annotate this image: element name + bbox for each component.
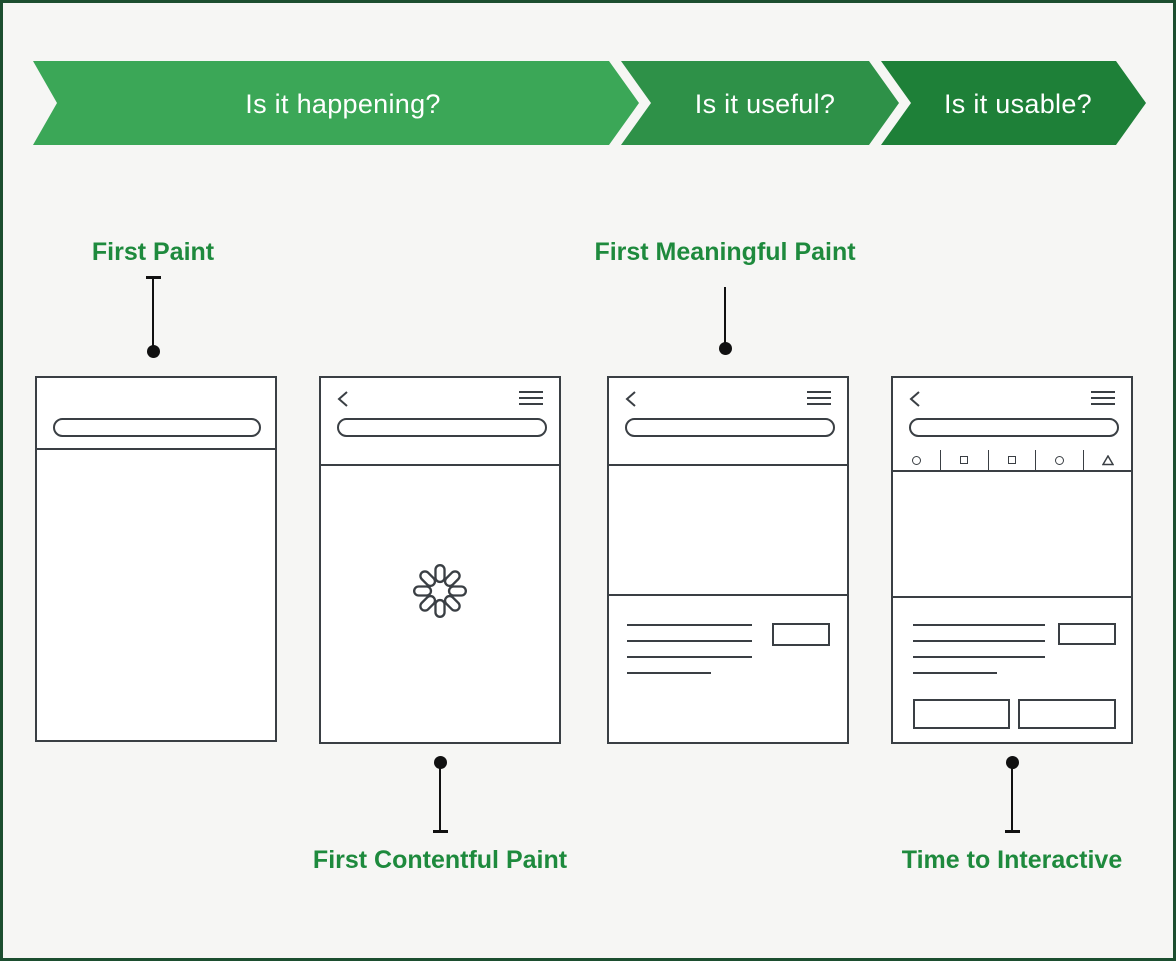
url-pill-icon bbox=[909, 418, 1119, 437]
back-icon bbox=[625, 391, 636, 407]
content-button-placeholder bbox=[913, 699, 1010, 729]
first-contentful-paint-connector-dot bbox=[434, 756, 447, 769]
phone-first-meaningful-paint bbox=[607, 376, 849, 744]
content-text-lines bbox=[913, 624, 1045, 688]
header-divider bbox=[37, 448, 275, 450]
url-pill-icon bbox=[625, 418, 835, 437]
first-contentful-paint-connector-line bbox=[439, 763, 441, 831]
url-pill-icon bbox=[337, 418, 547, 437]
toolbar-icon-square bbox=[941, 450, 989, 470]
stage-arrow-useful bbox=[621, 61, 899, 145]
content-text-lines bbox=[627, 624, 752, 688]
browser-nav-row bbox=[625, 390, 831, 408]
back-icon bbox=[337, 391, 348, 407]
first-contentful-paint-connector-cap bbox=[433, 830, 448, 833]
content-image-placeholder bbox=[1058, 623, 1116, 645]
hero-section-divider bbox=[893, 596, 1131, 598]
url-pill-icon bbox=[53, 418, 261, 437]
menu-icon bbox=[807, 391, 831, 409]
toolbar-icon-square bbox=[989, 450, 1037, 470]
menu-icon bbox=[519, 391, 543, 409]
first-meaningful-paint-connector-dot bbox=[719, 342, 732, 355]
stage-label-happening: Is it happening? bbox=[245, 89, 440, 119]
back-icon bbox=[909, 391, 920, 407]
time-to-interactive-connector-dot bbox=[1006, 756, 1019, 769]
stage-ribbon: Is it happening? Is it useful? Is it usa… bbox=[33, 61, 1146, 145]
tab-band bbox=[321, 450, 559, 466]
menu-icon bbox=[1091, 391, 1115, 409]
stage-arrow-usable bbox=[881, 61, 1146, 145]
first-contentful-paint-label: First Contentful Paint bbox=[312, 846, 568, 874]
action-toolbar bbox=[893, 450, 1131, 472]
stage-arrow-happening bbox=[33, 61, 639, 145]
toolbar-icon-triangle bbox=[1084, 450, 1131, 470]
content-image-placeholder bbox=[772, 623, 830, 646]
browser-nav-row bbox=[909, 390, 1115, 408]
spinner-icon bbox=[413, 564, 467, 618]
phone-first-contentful-paint bbox=[319, 376, 561, 744]
stage-label-useful: Is it useful? bbox=[695, 89, 835, 119]
time-to-interactive-connector-cap bbox=[1005, 830, 1020, 833]
toolbar-icon-circle bbox=[1036, 450, 1085, 470]
phone-time-to-interactive bbox=[891, 376, 1133, 744]
stage-label-usable: Is it usable? bbox=[944, 89, 1092, 119]
hero-section-divider bbox=[609, 594, 847, 596]
content-button-placeholder bbox=[1018, 699, 1116, 729]
tab-band bbox=[609, 450, 847, 466]
time-to-interactive-connector-line bbox=[1011, 763, 1013, 831]
first-paint-connector-line bbox=[152, 277, 154, 349]
first-meaningful-paint-label: First Meaningful Paint bbox=[594, 238, 856, 266]
first-meaningful-paint-connector-line bbox=[724, 287, 726, 345]
time-to-interactive-label: Time to Interactive bbox=[901, 846, 1123, 874]
toolbar-icon-circle bbox=[893, 450, 941, 470]
phone-first-paint bbox=[35, 376, 277, 742]
first-paint-connector-dot bbox=[147, 345, 160, 358]
browser-nav-row bbox=[337, 390, 543, 408]
first-paint-label: First Paint bbox=[91, 238, 215, 266]
